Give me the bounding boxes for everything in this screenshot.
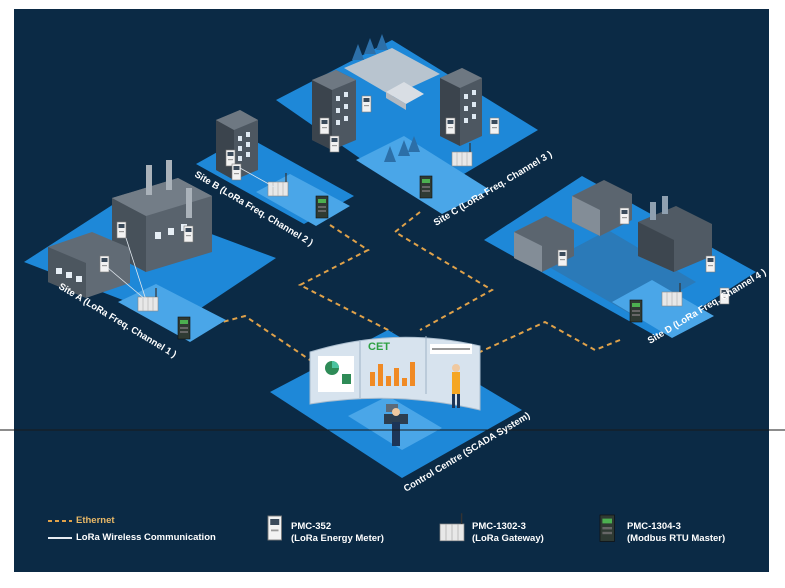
energy-meter-icon (267, 515, 283, 541)
control-centre: CET (270, 330, 522, 478)
ethernet-links (214, 211, 621, 361)
legend-meter-model: PMC-352 (291, 521, 332, 532)
screen-logo: CET (368, 341, 390, 353)
ethernet-link-d (479, 320, 621, 353)
site-c (276, 34, 538, 214)
modbus-master-icon (599, 514, 616, 543)
legend-meter-desc: (LoRa Energy Meter) (291, 533, 384, 544)
ethernet-link-a (214, 314, 311, 361)
legend-master-desc: (Modbus RTU Master) (627, 533, 726, 544)
legend-ethernet: Ethernet (76, 515, 115, 526)
legend-lora: LoRa Wireless Communication (76, 532, 216, 543)
site-a (24, 160, 276, 342)
legend-master-model: PMC-1304-3 (627, 521, 681, 532)
legend-gateway-desc: (LoRa Gateway) (472, 533, 544, 544)
legend-gateway-model: PMC-1302-3 (472, 521, 526, 532)
legend (48, 512, 616, 543)
site-d (484, 176, 756, 338)
ethernet-link-b (297, 224, 393, 333)
site-b (196, 110, 354, 226)
